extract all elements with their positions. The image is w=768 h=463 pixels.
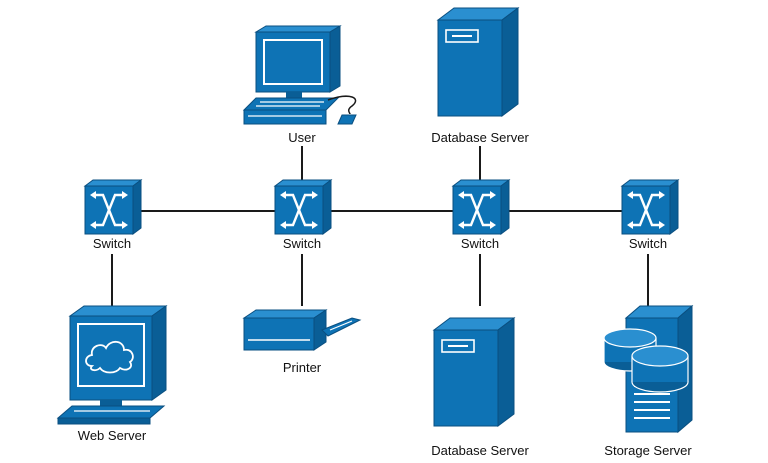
storage-server-label: Storage Server [604, 443, 692, 458]
server-tower-icon [433, 317, 515, 427]
printer-label: Printer [282, 360, 322, 375]
switch-4-label: Switch [628, 236, 668, 251]
switch-1-label: Switch [92, 236, 132, 251]
network-links [111, 146, 649, 306]
storage-server-icon [603, 304, 694, 434]
web-server-monitor-icon [56, 305, 168, 425]
database-server-bottom-label: Database Server [431, 443, 529, 458]
user-label: User [288, 130, 316, 145]
web-server-label: Web Server [77, 428, 147, 443]
switch-3-label: Switch [460, 236, 500, 251]
network-switch-icon [620, 178, 680, 236]
server-tower-icon [437, 7, 519, 117]
printer-icon [242, 309, 362, 351]
network-switch-icon [83, 178, 143, 236]
network-switch-icon [273, 178, 333, 236]
database-server-top-label: Database Server [431, 130, 529, 145]
switch-2-label: Switch [282, 236, 322, 251]
network-switch-icon [451, 178, 511, 236]
desktop-computer-icon [242, 25, 357, 125]
